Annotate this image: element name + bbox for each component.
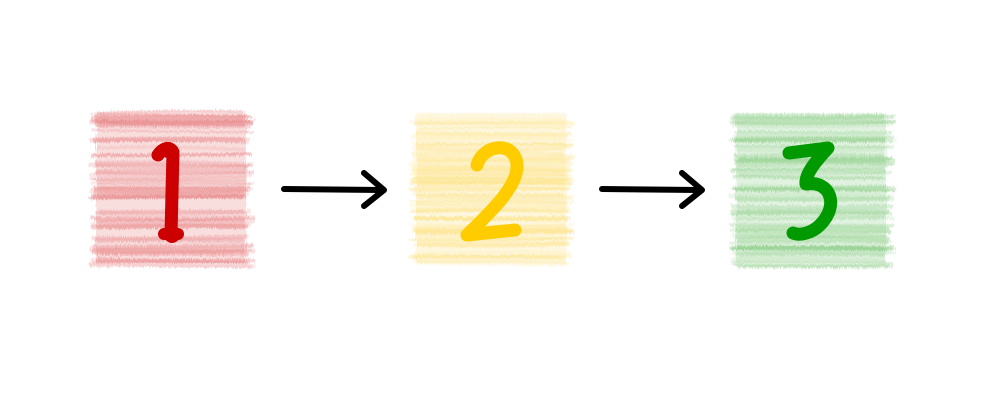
scribble-stroke xyxy=(731,214,892,220)
scribble-stroke xyxy=(416,154,576,162)
scribble-stroke xyxy=(413,170,569,177)
arrow-right-icon xyxy=(281,170,387,209)
scribble-stroke xyxy=(731,261,894,266)
arrow-right-icon xyxy=(599,170,705,209)
scribble-stroke xyxy=(92,114,252,119)
scribble-stroke xyxy=(731,113,887,119)
scribble-stroke xyxy=(91,128,255,134)
scribble-stroke xyxy=(415,130,572,137)
numeral-2-icon xyxy=(460,141,524,242)
scribble-stroke xyxy=(729,209,890,215)
scribble-stroke xyxy=(417,260,567,267)
scribble-stroke xyxy=(737,251,885,258)
scribble-stroke xyxy=(728,240,890,246)
scribble-stroke xyxy=(417,181,571,186)
scribble-stroke xyxy=(728,192,893,199)
scribble-stroke xyxy=(731,117,887,122)
scribble-stroke xyxy=(415,240,571,248)
scribble-stroke xyxy=(734,196,890,202)
scribble-stroke xyxy=(90,115,245,122)
scribble-stroke xyxy=(730,245,888,250)
scribble-stroke xyxy=(730,120,895,125)
scribble-stroke xyxy=(415,117,564,122)
scribble-stroke xyxy=(409,254,566,261)
scribble-stroke xyxy=(416,250,572,255)
scribble-stroke xyxy=(409,186,566,192)
scribble-stroke xyxy=(731,122,892,129)
step-3-swatch xyxy=(728,113,896,269)
scribble-stroke xyxy=(417,125,572,130)
scribble-stroke xyxy=(97,124,251,129)
scribble-stroke xyxy=(92,136,251,142)
step-1: 1 xyxy=(88,109,256,269)
numeral-1-icon xyxy=(151,141,184,243)
step-2: 2 xyxy=(408,113,576,267)
scribble-stroke xyxy=(91,243,255,250)
scribble-stroke xyxy=(97,119,253,126)
scribble-stroke xyxy=(734,137,885,143)
numeral-3-icon xyxy=(782,141,838,241)
scribble-stroke xyxy=(731,256,886,264)
scribble-stroke xyxy=(415,137,574,142)
scribble-stroke xyxy=(412,236,572,242)
step-3: 3 xyxy=(728,113,896,269)
scribble-stroke xyxy=(409,223,574,227)
scribble-stroke xyxy=(89,262,252,268)
scribble-stroke xyxy=(96,109,244,115)
step-2-swatch xyxy=(408,113,576,267)
scribble-stroke xyxy=(730,203,894,211)
scribble-stroke xyxy=(89,248,253,254)
scribble-stroke xyxy=(409,160,573,168)
scribble-stroke xyxy=(414,164,572,170)
scribble-stroke xyxy=(409,119,573,125)
scribble-stroke xyxy=(90,257,248,264)
